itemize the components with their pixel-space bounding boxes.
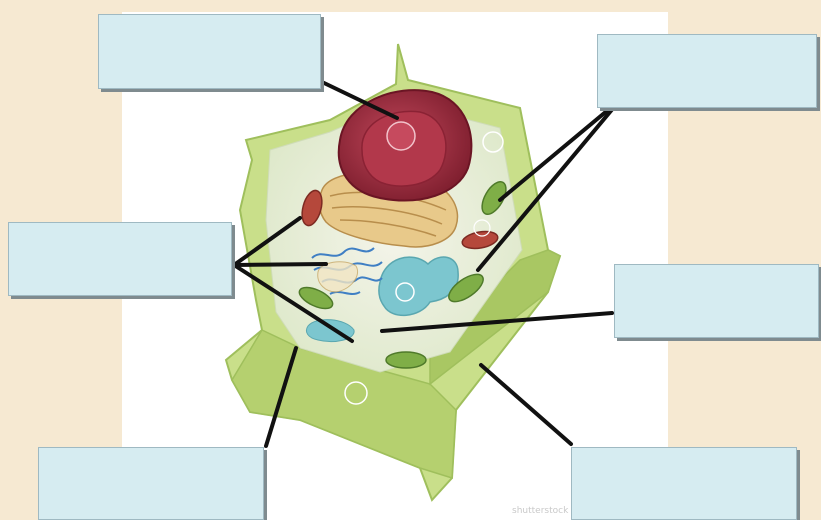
label-box-left-mid[interactable] — [8, 222, 232, 296]
nucleolus — [387, 122, 415, 150]
leader-line-left-b — [234, 264, 326, 265]
leader-line-bottom-right — [481, 365, 571, 444]
label-box-right-mid[interactable] — [614, 264, 819, 338]
label-box-bottom-right[interactable] — [571, 447, 797, 520]
label-box-top-right[interactable] — [597, 34, 817, 108]
watermark: shutterstock — [512, 506, 568, 516]
label-box-bottom-left[interactable] — [38, 447, 264, 520]
label-box-nucleus[interactable] — [98, 14, 321, 89]
